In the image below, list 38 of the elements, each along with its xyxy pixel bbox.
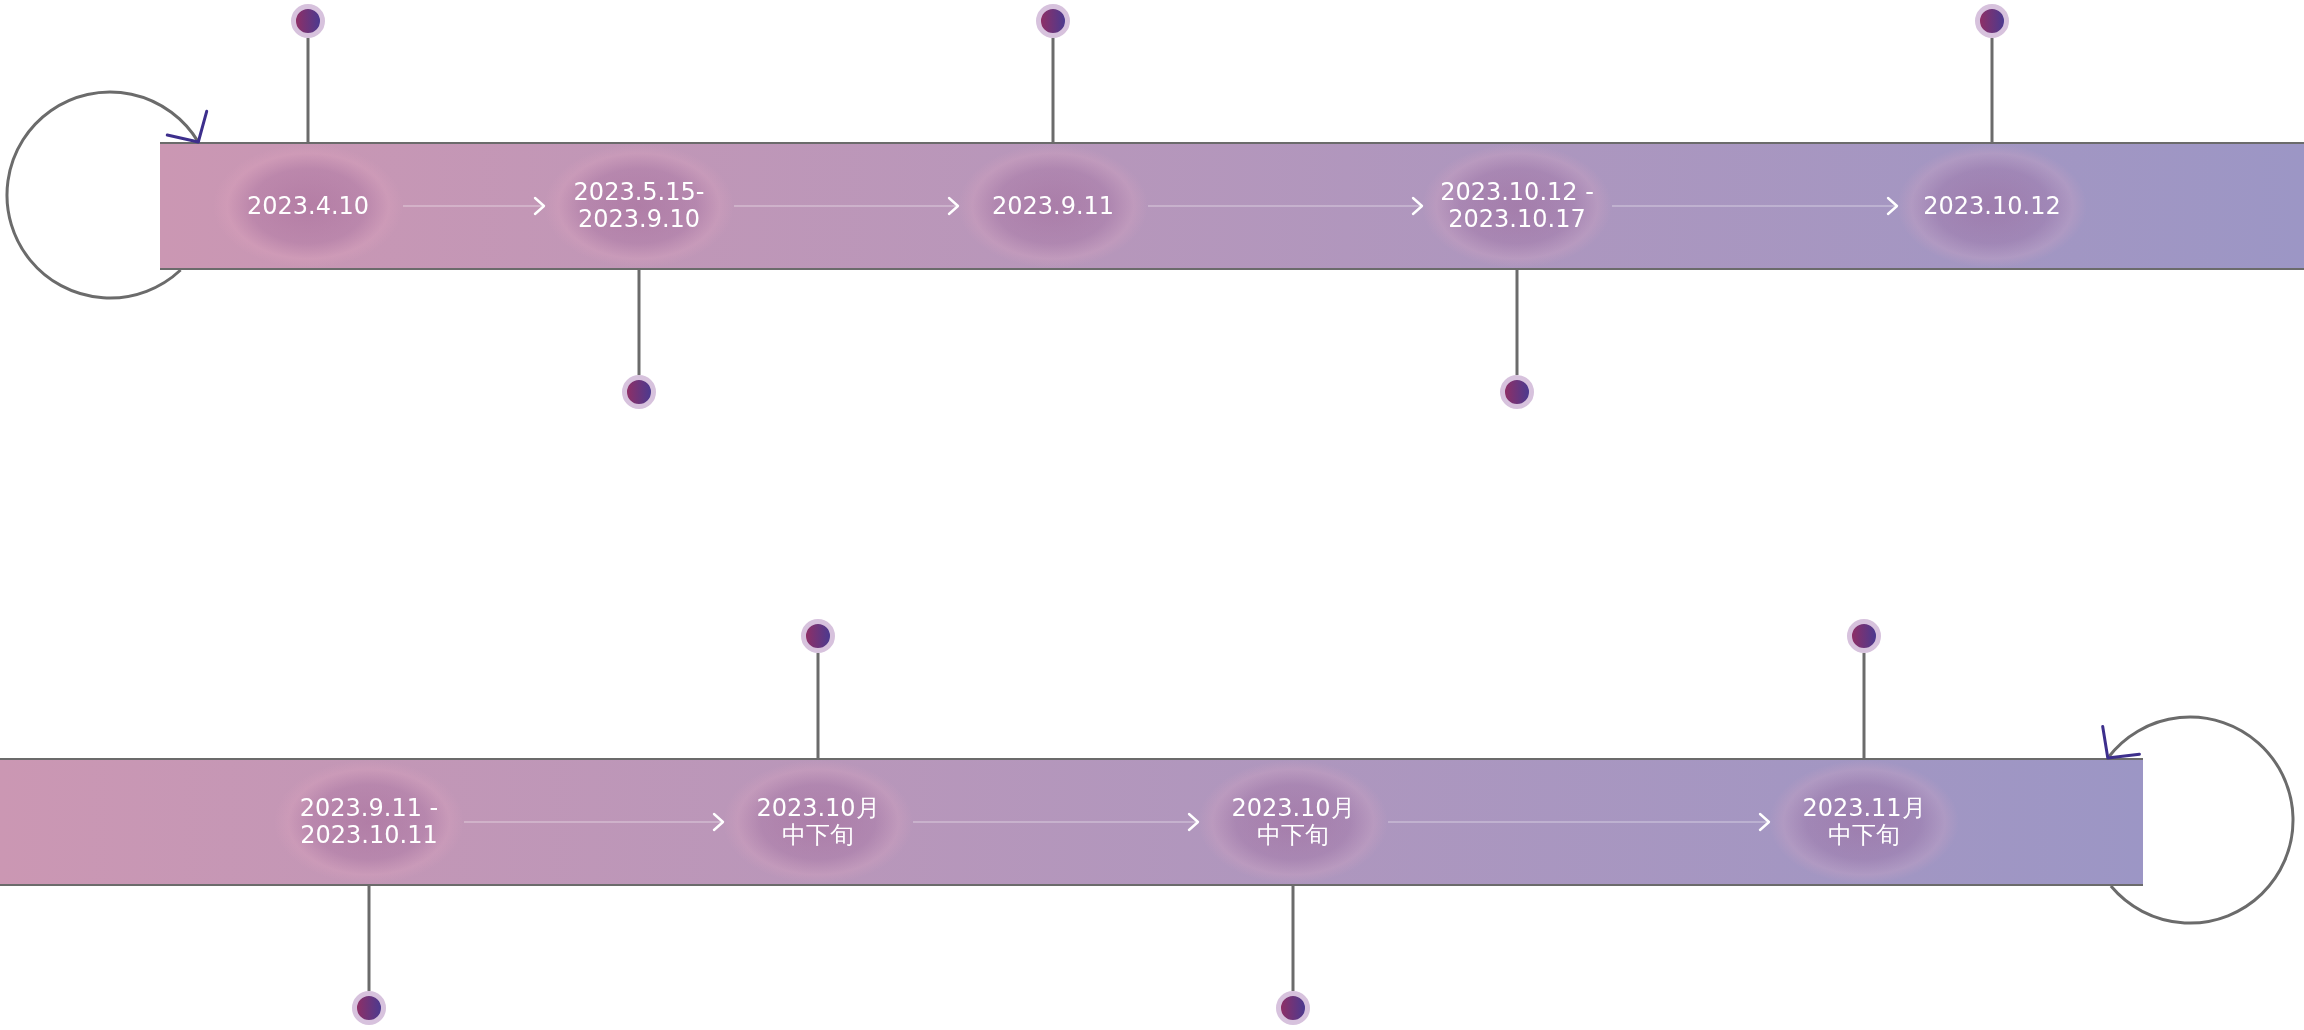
connector-line	[1051, 38, 1055, 144]
chevron-arrow	[463, 812, 725, 832]
date-label: 2023.10.12 - 2023.10.17	[1439, 179, 1595, 233]
loop-arrow	[5, 90, 207, 300]
dot-icon	[1975, 4, 2009, 38]
chevron-arrow	[402, 196, 546, 216]
connector-line	[637, 268, 641, 375]
dot-icon	[801, 619, 835, 653]
dot-icon	[1036, 4, 1070, 38]
dot-icon	[1276, 991, 1310, 1025]
connector-line	[1862, 653, 1866, 760]
chevron-arrow	[1611, 196, 1899, 216]
connector-line	[1990, 38, 1994, 144]
date-label: 2023.11月中下旬	[1801, 795, 1927, 849]
connector-line	[367, 884, 371, 991]
connector-line	[306, 38, 310, 144]
connector-line	[816, 653, 820, 760]
timeline-band	[0, 758, 2143, 886]
date-label: 2023.9.11	[991, 192, 1115, 220]
chevron-arrow	[1387, 812, 1771, 832]
chevron-arrow	[733, 196, 960, 216]
date-label: 2023.10.12	[1922, 192, 2062, 220]
date-label: 2023.9.11 - 2023.10.11	[299, 795, 439, 849]
dot-icon	[622, 375, 656, 409]
chevron-arrow	[1147, 196, 1424, 216]
loop-arrow	[2103, 715, 2295, 925]
chevron-arrow	[912, 812, 1200, 832]
timeline-band	[160, 142, 2304, 270]
dot-icon	[352, 991, 386, 1025]
connector-line	[1291, 884, 1295, 991]
connector-line	[1515, 268, 1519, 375]
dot-icon	[1847, 619, 1881, 653]
date-label: 2023.4.10	[246, 192, 370, 220]
date-label: 2023.5.15- 2023.9.10	[573, 179, 705, 233]
date-label: 2023.10月中下旬	[1230, 795, 1356, 849]
date-label: 2023.10月中下旬	[755, 795, 881, 849]
dot-icon	[1500, 375, 1534, 409]
dot-icon	[291, 4, 325, 38]
